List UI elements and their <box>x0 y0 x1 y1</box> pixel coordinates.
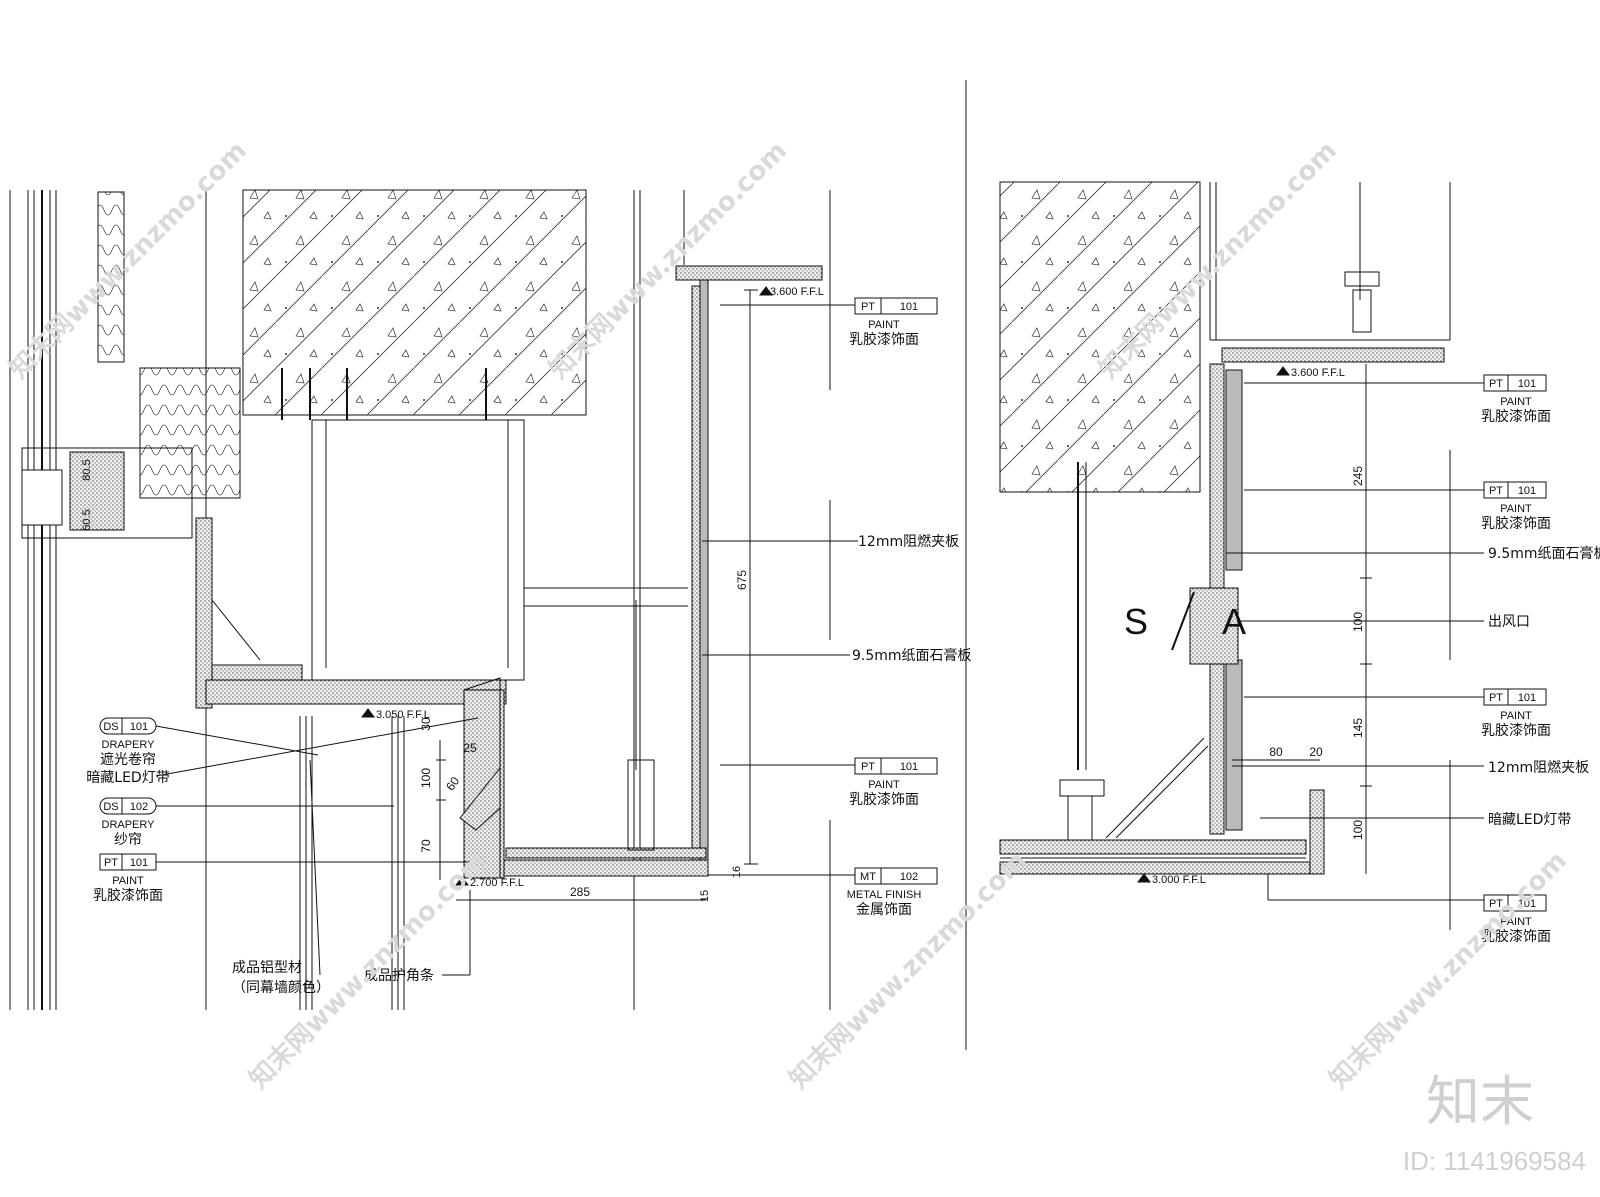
left-alu-label-1: 成品铝型材 <box>232 960 302 976</box>
svg-text:乳胶漆饰面: 乳胶漆饰面 <box>1481 928 1551 945</box>
svg-text:DS: DS <box>103 721 118 733</box>
svg-text:乳胶漆饰面: 乳胶漆饰面 <box>93 887 163 904</box>
svg-text:METAL FINISH: METAL FINISH <box>847 889 922 901</box>
left-dim-285: 285 <box>570 885 590 899</box>
left-dim-16: 16 <box>731 866 743 878</box>
left-tag-ds-102: DS 102 DRAPERY 纱帘 <box>99 797 157 848</box>
left-tag-ds-101: DS 101 DRAPERY 遮光卷帘 <box>99 717 157 768</box>
left-tag-mt: MT 102 METAL FINISH 金属饰面 <box>847 867 938 918</box>
svg-text:MT: MT <box>860 871 876 883</box>
svg-text:乳胶漆饰面: 乳胶漆饰面 <box>849 791 919 808</box>
left-corner-label: 成品护角条 <box>364 967 434 984</box>
watermark-id: ID: 1141969584 <box>1403 1146 1586 1176</box>
left-dim-100: 100 <box>419 768 433 788</box>
right-vent-label: 出风口 <box>1488 614 1530 630</box>
svg-text:101: 101 <box>1518 898 1536 910</box>
svg-text:101: 101 <box>1518 485 1536 497</box>
svg-text:PAINT: PAINT <box>868 319 900 331</box>
right-dim-100-b: 100 <box>1351 820 1365 840</box>
right-section-mark-s: S <box>1124 601 1148 642</box>
left-dim-675: 675 <box>735 570 749 590</box>
right-dim-20: 20 <box>1309 745 1323 759</box>
svg-text:乳胶漆饰面: 乳胶漆饰面 <box>849 331 919 348</box>
right-tag-pt-4: PT 101 PAINT 乳胶漆饰面 <box>1481 894 1551 945</box>
right-section-mark-a: A <box>1222 601 1246 642</box>
right-section-mark-slash <box>1171 591 1195 651</box>
left-level-3600: 3.600 F.F.L <box>770 286 824 298</box>
left-section <box>9 189 858 1010</box>
svg-text:纱帘: 纱帘 <box>114 832 142 848</box>
svg-text:101: 101 <box>900 301 918 313</box>
svg-text:PT: PT <box>861 301 875 313</box>
left-level-3050: 3.050 F.F.L <box>376 709 430 721</box>
svg-text:101: 101 <box>130 857 148 869</box>
svg-text:PT: PT <box>104 857 118 869</box>
left-tag-pt-bottom: PT 101 PAINT 乳胶漆饰面 <box>93 853 163 904</box>
watermark-brand: 知末 <box>1426 1070 1534 1133</box>
svg-text:102: 102 <box>130 801 148 813</box>
svg-text:乳胶漆饰面: 乳胶漆饰面 <box>1481 408 1551 425</box>
svg-text:DRAPERY: DRAPERY <box>102 739 156 751</box>
left-level-2700: 2.700 F.F.L <box>470 877 524 889</box>
svg-text:DS: DS <box>103 801 118 813</box>
right-gypsum-label: 9.5mm纸面石膏板 <box>1488 545 1600 562</box>
svg-text:101: 101 <box>1518 378 1536 390</box>
left-dim-60: 60 <box>443 774 462 793</box>
svg-text:PAINT: PAINT <box>1500 710 1532 722</box>
svg-text:PAINT: PAINT <box>1500 916 1532 928</box>
svg-text:PAINT: PAINT <box>1500 503 1532 515</box>
left-board12-label: 12mm阻燃夹板 <box>858 533 959 550</box>
svg-text:PT: PT <box>1489 378 1503 390</box>
svg-text:PAINT: PAINT <box>112 875 144 887</box>
right-section <box>999 181 1484 930</box>
right-tag-pt-3: PT 101 PAINT 乳胶漆饰面 <box>1481 688 1551 739</box>
left-dim-70: 70 <box>419 839 433 853</box>
svg-text:101: 101 <box>1518 692 1536 704</box>
svg-text:101: 101 <box>900 761 918 773</box>
right-dim-100-a: 100 <box>1351 612 1365 632</box>
svg-text:PAINT: PAINT <box>1500 396 1532 408</box>
left-dim-25: 25 <box>463 741 477 755</box>
svg-text:金属饰面: 金属饰面 <box>856 902 912 918</box>
svg-text:PAINT: PAINT <box>868 779 900 791</box>
left-tag-pt-top: PT 101 PAINT 乳胶漆饰面 <box>849 297 938 348</box>
right-led-label: 暗藏LED灯带 <box>1488 812 1571 828</box>
right-dim-245: 245 <box>1351 466 1365 486</box>
right-tag-pt-1: PT 101 PAINT 乳胶漆饰面 <box>1481 374 1551 425</box>
right-dim-145: 145 <box>1351 718 1365 738</box>
left-alu-label-2: （同幕墙颜色） <box>232 979 330 996</box>
svg-text:PT: PT <box>1489 485 1503 497</box>
svg-text:遮光卷帘: 遮光卷帘 <box>100 752 156 768</box>
svg-text:PT: PT <box>861 761 875 773</box>
svg-text:乳胶漆饰面: 乳胶漆饰面 <box>1481 515 1551 532</box>
right-board12-label: 12mm阻燃夹板 <box>1488 759 1589 776</box>
right-level-3600: 3.600 F.F.L <box>1291 367 1345 379</box>
right-dim-80: 80 <box>1269 745 1283 759</box>
svg-text:乳胶漆饰面: 乳胶漆饰面 <box>1481 722 1551 739</box>
left-tag-pt-mid: PT 101 PAINT 乳胶漆饰面 <box>849 757 938 808</box>
left-dim-30: 30 <box>419 717 433 731</box>
left-dim-15: 15 <box>699 890 711 902</box>
svg-text:101: 101 <box>130 721 148 733</box>
svg-text:PT: PT <box>1489 898 1503 910</box>
right-level-3000: 3.000 F.F.L <box>1152 874 1206 886</box>
left-dim-80-5: 80.5 <box>81 459 93 480</box>
svg-text:102: 102 <box>900 871 918 883</box>
svg-text:PT: PT <box>1489 692 1503 704</box>
watermark-6: 知末网www.znzmo.com <box>1324 846 1573 1095</box>
left-led-label: 暗藏LED灯带 <box>86 770 169 786</box>
svg-text:DRAPERY: DRAPERY <box>102 819 156 831</box>
right-tag-pt-2: PT 101 PAINT 乳胶漆饰面 <box>1481 481 1551 532</box>
left-dim-60-5: 60.5 <box>81 509 93 530</box>
left-gypsum-label: 9.5mm纸面石膏板 <box>852 647 972 664</box>
